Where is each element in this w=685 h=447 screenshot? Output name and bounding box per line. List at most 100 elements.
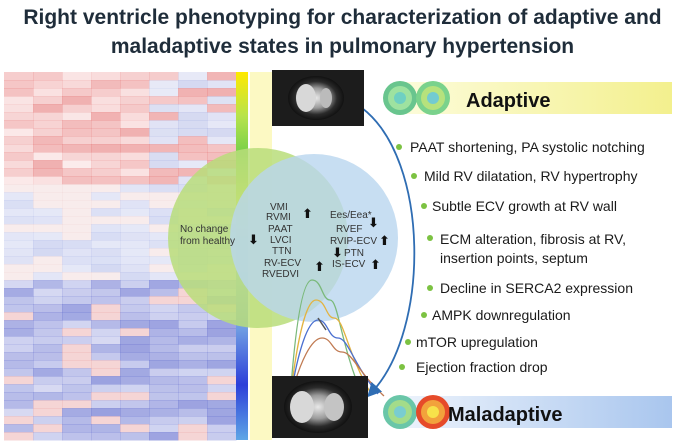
heatmap-cell (120, 88, 150, 97)
venn-mid-rvedvi: RVEDVI (262, 269, 299, 280)
heatmap-cell (149, 224, 179, 233)
heatmap-cell (149, 72, 179, 81)
heatmap-cell (120, 200, 150, 209)
heatmap-cell (4, 192, 34, 201)
heatmap-cell (149, 344, 179, 353)
heatmap-cell (4, 416, 34, 425)
heatmap-cell (4, 344, 34, 353)
heatmap-cell (207, 384, 237, 393)
heatmap-cell (149, 88, 179, 97)
heatmap-cell (149, 264, 179, 273)
down-arrow-mid: ⬇ (248, 232, 259, 247)
heatmap-cell (120, 112, 150, 121)
heatmap-cell (91, 208, 121, 217)
heatmap-cell (207, 400, 237, 409)
heatmap-cell (62, 304, 92, 313)
heatmap-cell (33, 160, 63, 169)
heatmap-cell (33, 392, 63, 401)
heatmap-cell (33, 400, 63, 409)
feature-3: Subtle ECV growth at RV wall (432, 198, 617, 214)
heatmap-cell (91, 328, 121, 337)
heatmap-cell (33, 152, 63, 161)
heatmap-cell (120, 376, 150, 385)
heatmap-cell (33, 384, 63, 393)
heatmap-cell (33, 320, 63, 329)
heatmap-cell (91, 232, 121, 241)
heatmap-cell (178, 368, 208, 377)
heatmap-cell (62, 96, 92, 105)
heatmap-cell (62, 208, 92, 217)
heatmap-cell (4, 256, 34, 265)
heatmap-cell (4, 376, 34, 385)
heatmap-cell (149, 400, 179, 409)
heatmap-cell (62, 240, 92, 249)
heatmap-cell (120, 80, 150, 89)
heatmap-cell (91, 288, 121, 297)
heatmap-cell (33, 248, 63, 257)
heatmap-cell (62, 216, 92, 225)
heatmap-cell (33, 416, 63, 425)
heatmap-cell (33, 72, 63, 81)
heatmap-cell (62, 296, 92, 305)
heatmap-cell (120, 136, 150, 145)
heatmap-cell (91, 256, 121, 265)
heatmap-cell (207, 352, 237, 361)
heatmap-cell (33, 128, 63, 137)
heatmap-cell (4, 408, 34, 417)
heatmap-cell (4, 232, 34, 241)
heatmap-cell (91, 96, 121, 105)
heatmap-cell (62, 256, 92, 265)
heatmap-cell (62, 384, 92, 393)
heatmap-cell (149, 128, 179, 137)
heatmap-cell (91, 344, 121, 353)
feature-bullet-icon (427, 285, 433, 291)
heatmap-cell (91, 360, 121, 369)
heatmap-cell (120, 248, 150, 257)
heatmap-cell (62, 104, 92, 113)
heatmap-cell (178, 312, 208, 321)
heatmap-cell (120, 432, 150, 441)
heatmap-cell (120, 96, 150, 105)
heatmap-cell (178, 408, 208, 417)
heatmap-cell (4, 136, 34, 145)
heatmap-cell (91, 336, 121, 345)
heatmap-cell (149, 112, 179, 121)
feature-bullet-icon (411, 173, 417, 179)
heatmap-cell (149, 336, 179, 345)
feature-6: AMPK downregulation (432, 307, 571, 323)
heatmap-cell (120, 160, 150, 169)
heatmap-cell (149, 200, 179, 209)
heatmap-cell (33, 344, 63, 353)
heatmap-cell (120, 240, 150, 249)
heatmap-cell (149, 280, 179, 289)
heatmap-cell (4, 432, 34, 441)
heatmap-cell (33, 272, 63, 281)
heatmap-cell (33, 352, 63, 361)
feature-7: mTOR upregulation (416, 334, 538, 350)
heatmap-cell (33, 296, 63, 305)
venn-left-label-1: No change (180, 224, 229, 235)
heatmap-cell (4, 72, 34, 81)
heatmap-cell (91, 104, 121, 113)
heatmap-cell (207, 368, 237, 377)
heatmap-cell (91, 184, 121, 193)
heatmap-cell (178, 72, 208, 81)
heatmap-cell (4, 288, 34, 297)
heatmap-cell (4, 296, 34, 305)
heatmap-cell (62, 352, 92, 361)
heatmap-cell (91, 312, 121, 321)
heatmap-cell (33, 336, 63, 345)
venn-diagram: No change from healthy VMI RVMI ⬆ PAAT L… (168, 148, 398, 328)
heatmap-cell (149, 384, 179, 393)
heatmap-cell (62, 288, 92, 297)
heatmap-cell (4, 88, 34, 97)
venn-mid-vmi: VMI (270, 202, 288, 213)
heatmap-cell (207, 128, 237, 137)
heatmap-cell (91, 272, 121, 281)
feature-bullet-icon (421, 203, 427, 209)
heatmap-cell (91, 176, 121, 185)
heatmap-cell (207, 416, 237, 425)
heatmap-cell (207, 328, 237, 337)
feature-bullet-icon (396, 144, 402, 150)
